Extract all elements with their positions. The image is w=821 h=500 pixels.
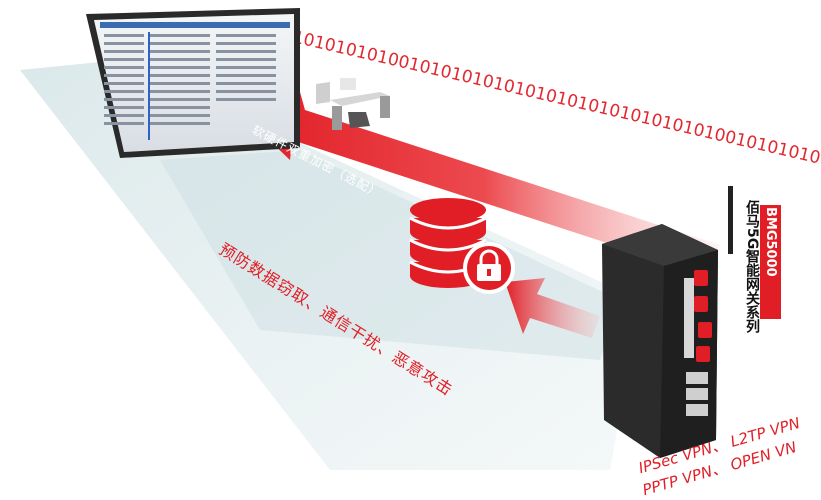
arrow-to-database-icon (505, 278, 600, 338)
padlock-icon (463, 242, 515, 294)
gateway-device-icon (602, 186, 733, 458)
beam-core (160, 150, 620, 360)
product-series: 佰马5G智能网关系列 (744, 200, 760, 334)
monitor-icon (86, 8, 300, 158)
desk-icon (316, 78, 390, 130)
product-model: BMG5000 (760, 205, 781, 319)
arrow-icon (248, 92, 720, 275)
antenna-icon (728, 186, 733, 254)
